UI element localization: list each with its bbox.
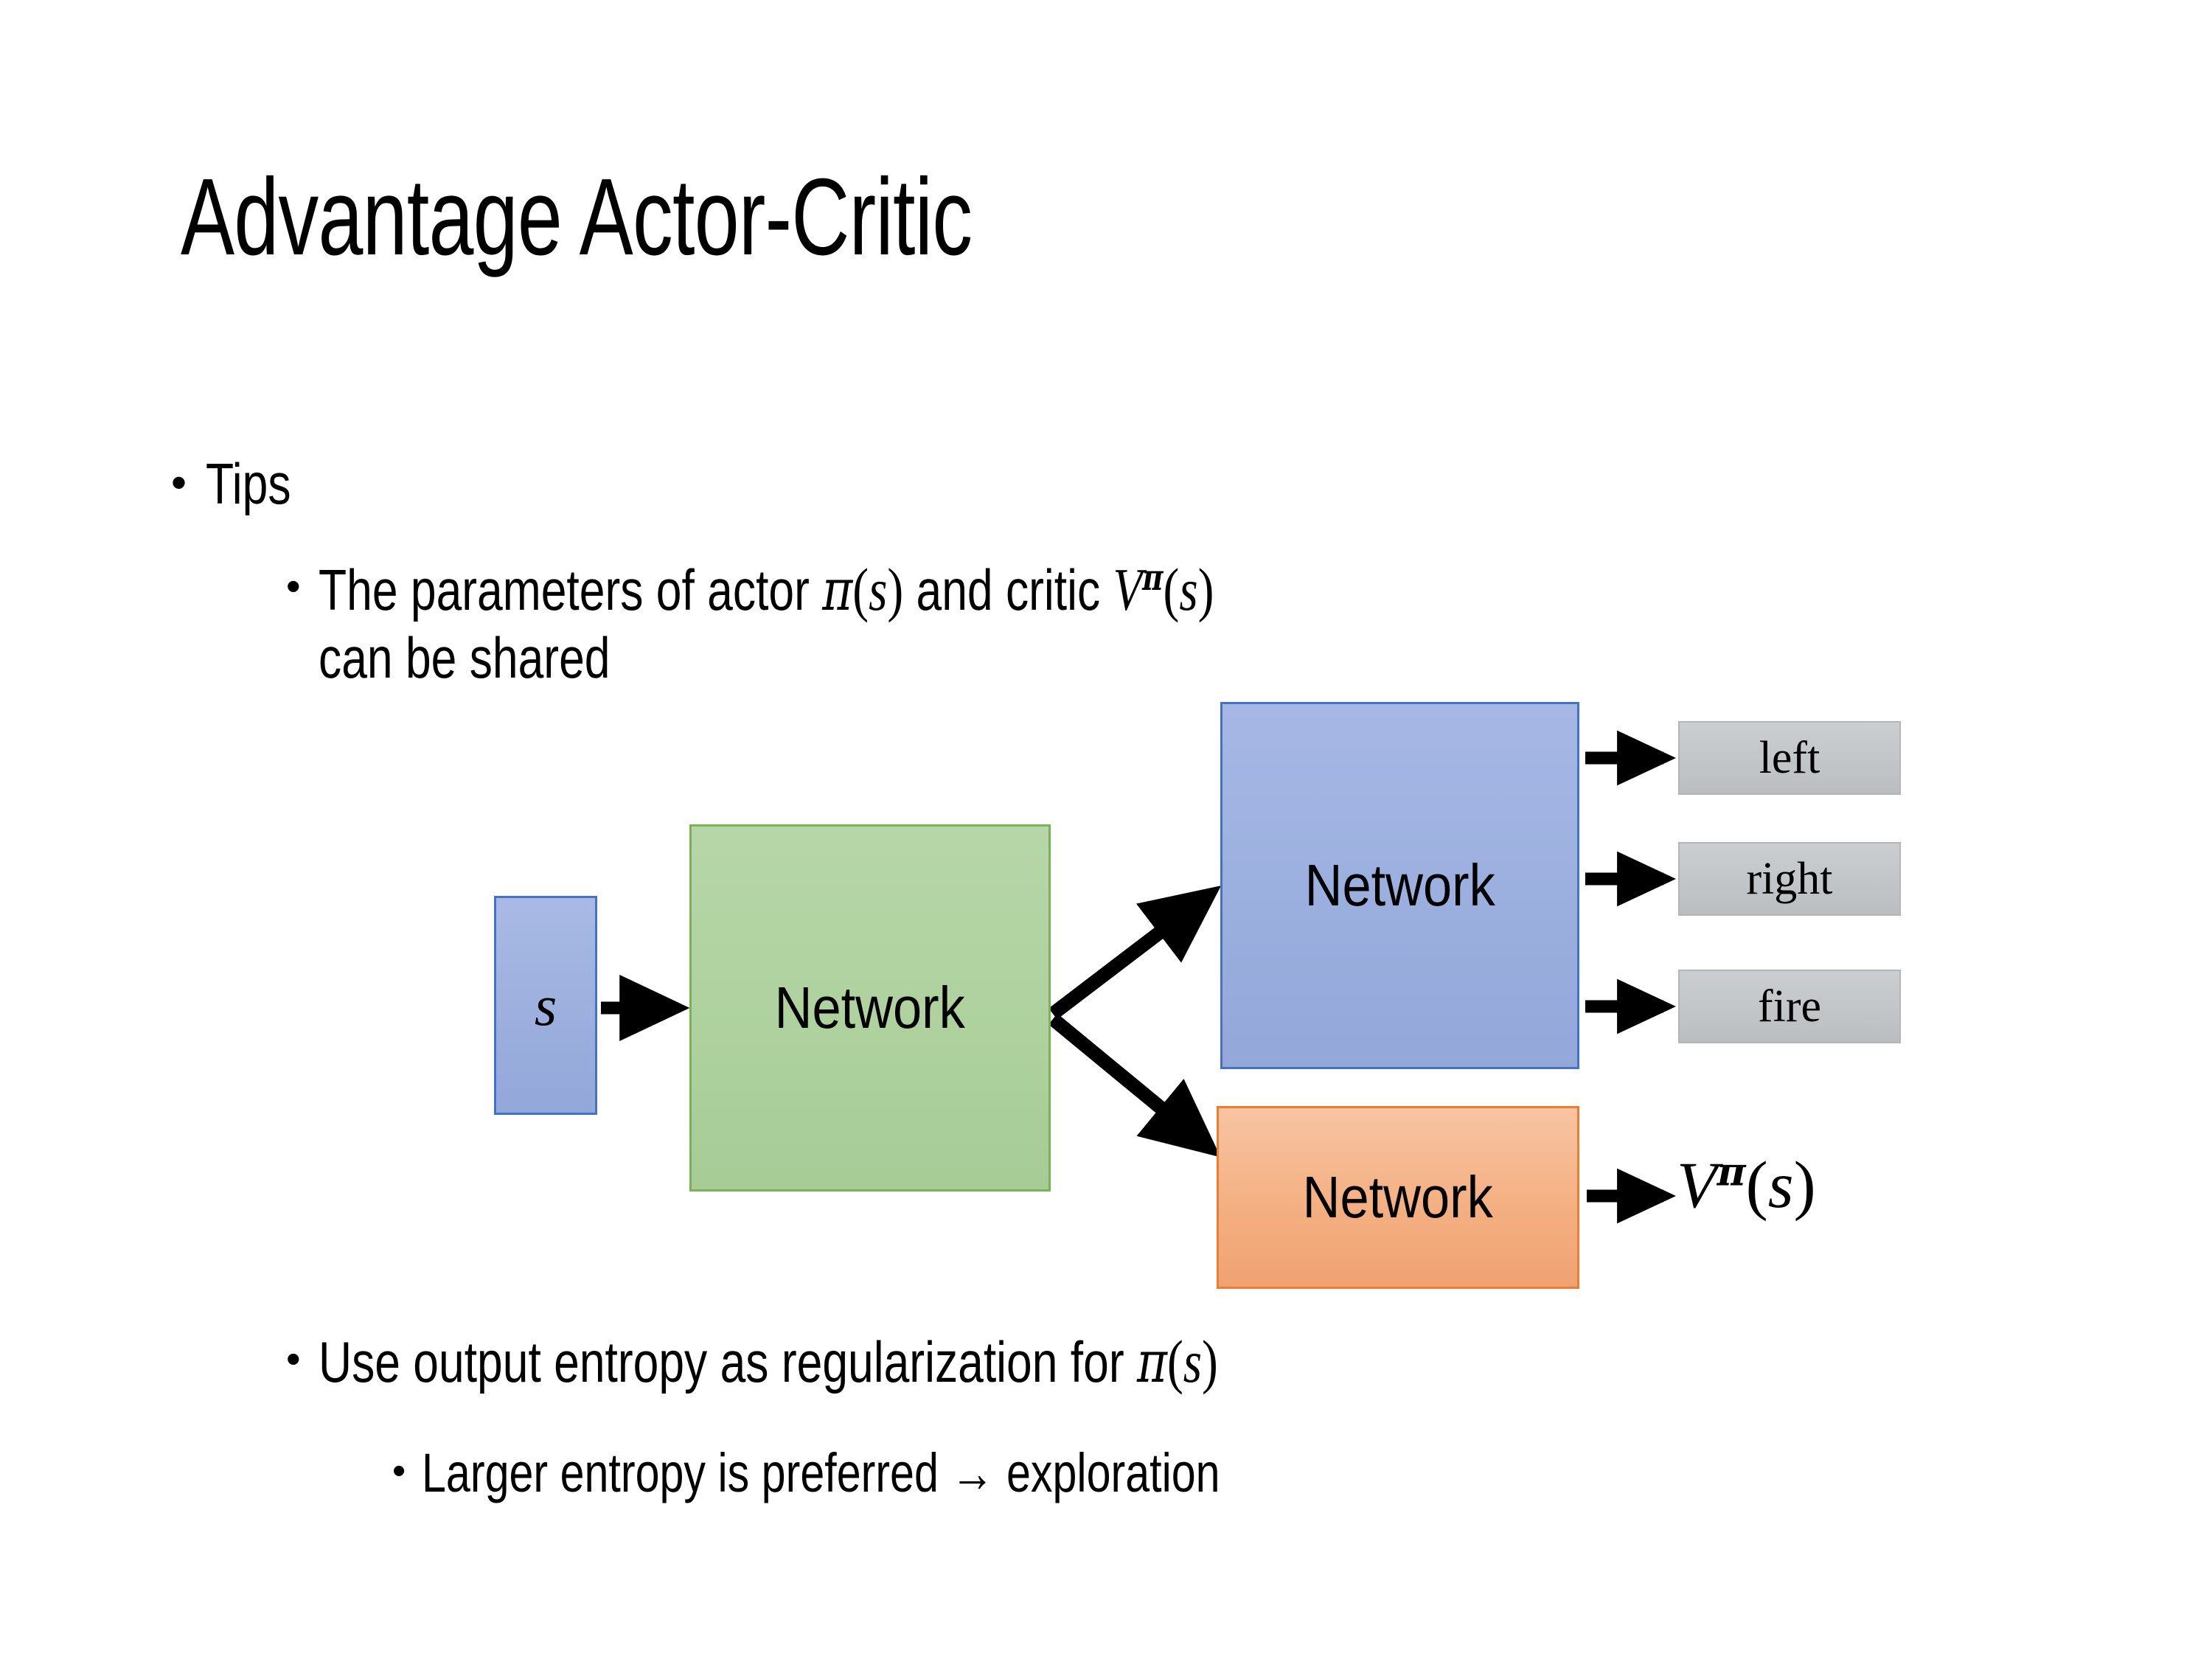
action-label-right: right xyxy=(1746,853,1833,904)
paren-close: ) xyxy=(1201,1328,1218,1395)
action-box-left[interactable]: left xyxy=(1678,721,1901,795)
bullet-marker-icon: • xyxy=(392,1450,406,1492)
paren-close: ) xyxy=(1197,556,1214,623)
bullet-larger-entropy: • Larger entropy is preferred → explorat… xyxy=(392,1441,1419,1504)
action-label-left: left xyxy=(1759,732,1820,783)
shared-network-label: Network xyxy=(774,975,966,1040)
actor-network-box[interactable]: Network xyxy=(1220,702,1579,1069)
bullet-tips-label: Tips xyxy=(206,451,291,516)
action-box-fire[interactable]: fire xyxy=(1678,970,1901,1043)
entropy-text-before: Use output entropy as regularization for xyxy=(318,1329,1137,1394)
actor-network-label: Network xyxy=(1304,852,1495,918)
page-title: Advantage Actor-Critic xyxy=(181,156,973,278)
state-input-label: s xyxy=(534,973,557,1037)
bullet-shared-parameters: • The parameters of actor π(s) and criti… xyxy=(286,554,2029,692)
state-symbol: s xyxy=(1767,1149,1794,1222)
paren-open: ( xyxy=(1745,1148,1768,1222)
value-output-label: Vπ(s) xyxy=(1677,1152,1816,1218)
critic-network-label: Network xyxy=(1302,1164,1494,1230)
arrow-shared-to-critic xyxy=(1048,1013,1221,1158)
bullet-marker-icon: • xyxy=(171,458,187,507)
bullet-entropy-regularization: • Use output entropy as regularization f… xyxy=(286,1327,1442,1397)
state-symbol: s xyxy=(1183,1329,1202,1395)
params-text-before: The parameters of actor xyxy=(318,557,822,622)
pi-symbol: π xyxy=(1136,1329,1167,1396)
action-label-fire: fire xyxy=(1757,981,1822,1032)
paren-open: ( xyxy=(1166,1328,1183,1395)
value-superscript-pi: π xyxy=(1717,1148,1746,1195)
state-symbol: s xyxy=(1178,557,1198,623)
pi-symbol: π xyxy=(821,557,852,624)
params-text-middle: and critic xyxy=(902,557,1113,622)
value-symbol: V xyxy=(1677,1149,1717,1222)
state-symbol: s xyxy=(868,557,887,623)
paren-close: ) xyxy=(1793,1148,1816,1222)
shared-network-box[interactable]: Network xyxy=(689,824,1051,1192)
bullet-marker-icon: • xyxy=(286,1335,301,1382)
params-text-after: can be shared xyxy=(318,625,611,691)
bullet-tips: • Tips xyxy=(171,451,312,517)
arrow-shared-to-actor xyxy=(1048,886,1222,1020)
paren-open: ( xyxy=(1163,556,1179,623)
bullet-entropy-label: Use output entropy as regularization for… xyxy=(319,1327,1218,1397)
bullet-larger-entropy-label: Larger entropy is preferred → exploratio… xyxy=(422,1442,1220,1503)
state-input-box[interactable]: s xyxy=(494,896,597,1115)
bullet-shared-parameters-label: The parameters of actor π(s) and critic … xyxy=(319,554,1687,692)
critic-network-box[interactable]: Network xyxy=(1217,1106,1579,1289)
paren-close: ) xyxy=(886,556,903,623)
value-superscript-pi: π xyxy=(1141,557,1164,599)
paren-open: ( xyxy=(852,556,869,623)
value-symbol: V xyxy=(1113,557,1142,623)
bullet-marker-icon: • xyxy=(286,563,301,609)
action-box-right[interactable]: right xyxy=(1678,842,1901,916)
